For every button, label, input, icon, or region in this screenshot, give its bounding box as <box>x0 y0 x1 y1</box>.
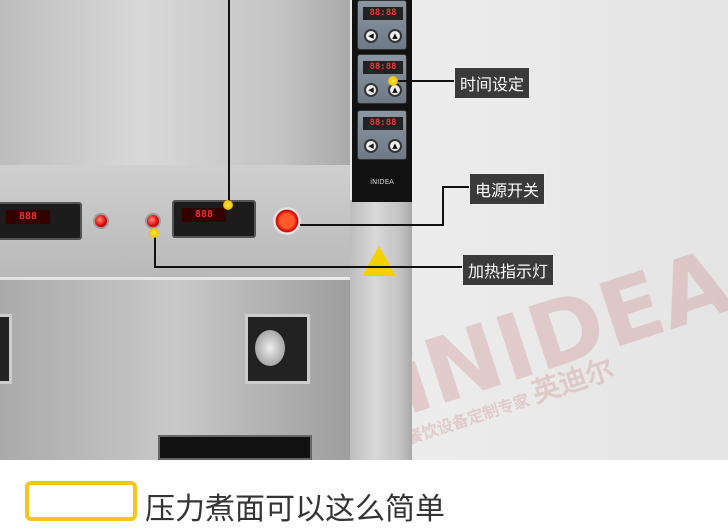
callout-line-lamp-v <box>154 232 156 267</box>
callout-line-timer <box>395 80 455 82</box>
timer-display: 88:88 <box>363 7 403 20</box>
product-photo: iNIDEA 餐饮设备定制专家 英迪尔 iNIDEA 餐饮设备定制专家 英迪尔 … <box>0 0 728 460</box>
callout-timer-setting: 时间设定 <box>454 67 531 99</box>
indicator-lamp-1 <box>93 213 109 229</box>
thermostat-display: 888 <box>6 210 50 224</box>
thermostat-1[interactable]: 888 <box>0 202 82 240</box>
callout-power-switch: 电源开关 <box>469 173 546 205</box>
machine-upper-body <box>0 0 350 165</box>
thermostat-display: 888 <box>182 208 226 222</box>
left-button-icon[interactable]: ◀ <box>364 139 378 153</box>
timer-2[interactable]: 88:88◀▲ <box>357 54 407 104</box>
callout-heating-indicator: 加热指示灯 <box>462 254 555 286</box>
callout-line-power-h <box>442 186 470 188</box>
caption-highlight-box <box>25 481 137 521</box>
timer-3[interactable]: 88:88 ◀ ▲ <box>357 110 407 160</box>
left-button-icon[interactable]: ◀ <box>364 83 378 97</box>
side-column <box>350 200 412 460</box>
left-button-icon[interactable]: ◀ <box>364 29 378 43</box>
brand-logo: iNIDEA <box>370 178 394 186</box>
up-button-icon[interactable]: ▲ <box>388 139 402 153</box>
callout-line-power-v <box>442 186 444 226</box>
up-button-icon[interactable]: ▲ <box>388 29 402 43</box>
callout-line-top <box>228 0 230 205</box>
power-switch[interactable] <box>273 207 301 235</box>
callout-dot <box>388 76 398 86</box>
thermostat-2[interactable]: 888 <box>172 200 256 238</box>
callout-line-power <box>300 224 444 226</box>
timer-display: 88:88 <box>363 61 403 74</box>
caption-heading: 压力煮面可以这么简单 <box>145 492 445 527</box>
indicator-lamp-2 <box>145 213 161 229</box>
valve-knob[interactable] <box>255 330 285 366</box>
timer-1[interactable]: 88:88 ◀ ▲ <box>357 0 407 50</box>
hot-surface-warning-icon <box>362 246 396 276</box>
drawer-handle <box>158 435 312 460</box>
callout-dot <box>149 228 159 238</box>
valve-panel-left <box>0 314 12 384</box>
callout-line-lamp <box>154 266 464 268</box>
timer-display: 88:88 <box>363 117 403 130</box>
callout-dot <box>223 200 233 210</box>
